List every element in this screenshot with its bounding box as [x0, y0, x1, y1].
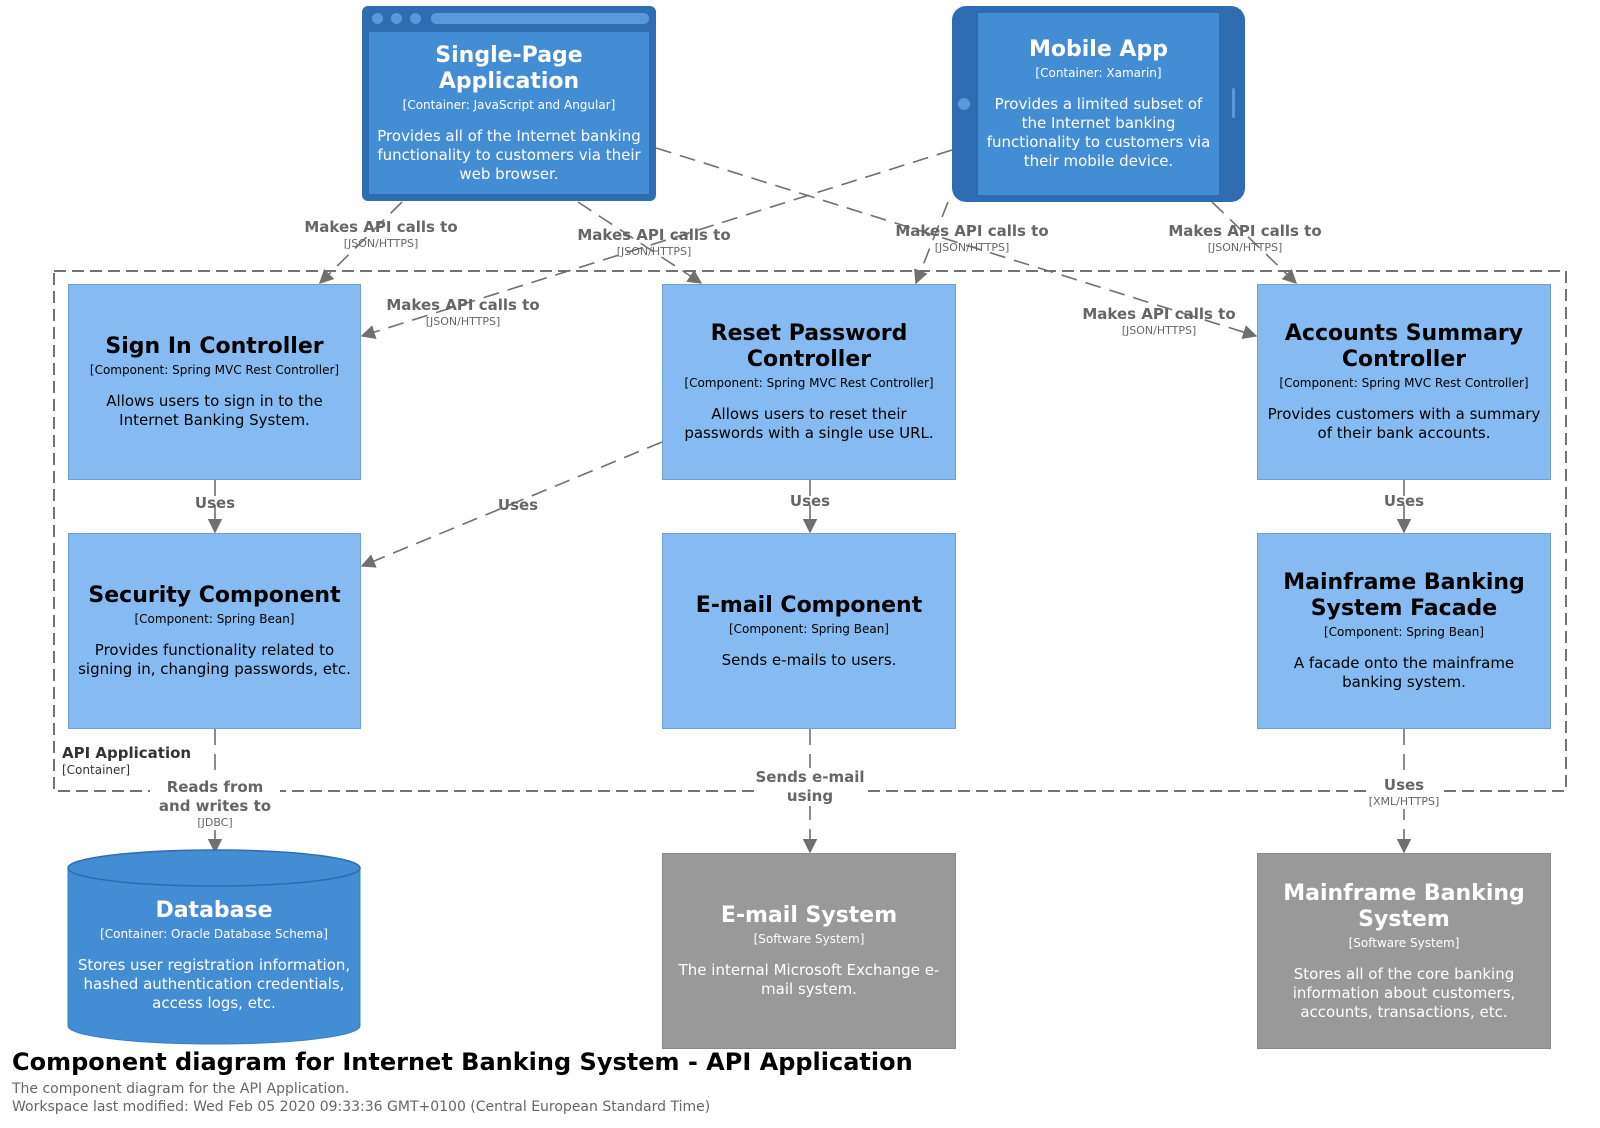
edge-label: Uses [XML/HTTPS] [1368, 776, 1440, 809]
node-title: Accounts Summary Controller [1284, 321, 1524, 372]
node-description: Provides all of the Internet banking fun… [377, 126, 641, 183]
edge-label: Uses [195, 494, 235, 513]
single-page-application-container[interactable]: Single-Page Application [Container: Java… [369, 32, 649, 194]
node-technology: [Software System] [1348, 935, 1460, 950]
node-title: Sign In Controller [105, 334, 324, 359]
edge-label: Makes API calls to [JSON/HTTPS] [1168, 222, 1321, 255]
edge-label-tech: [JDBC] [197, 816, 233, 829]
database-cylinder-top [67, 849, 361, 887]
node-description: A facade onto the mainframe banking syst… [1293, 654, 1515, 691]
edge-label-text: Makes API calls to [1082, 305, 1236, 323]
address-bar [431, 13, 649, 24]
node-technology: [Container: JavaScript and Angular] [402, 97, 616, 112]
edge-label-tech: [JSON/HTTPS] [425, 315, 501, 328]
edge-mobile-signin [360, 149, 953, 339]
device-speaker-icon [1232, 88, 1235, 118]
node-technology: [Container: Xamarin] [1035, 66, 1162, 80]
node-title: Database [155, 898, 273, 923]
edge-label-text: Uses [789, 492, 831, 510]
diagram-subtitle: The component diagram for the API Applic… [12, 1081, 350, 1097]
database-container[interactable]: Database [Container: Oracle Database Sch… [68, 886, 360, 1026]
node-title: E-mail Component [695, 592, 923, 618]
edge-label: Reads from and writes to [JDBC] [150, 778, 280, 830]
boundary-name: API Application [62, 744, 192, 762]
node-description: Sends e-mails to users. [721, 650, 897, 669]
node-title: Mainframe Banking System Facade [1283, 570, 1525, 621]
edge-label: Makes API calls to [JSON/HTTPS] [304, 218, 457, 251]
node-title: Mobile App [1029, 37, 1168, 62]
accounts-summary-controller-component[interactable]: Accounts Summary Controller [Component: … [1257, 284, 1551, 480]
mainframe-banking-system-external[interactable]: Mainframe Banking System [Software Syste… [1257, 853, 1551, 1049]
node-description: Stores all of the core banking informati… [1292, 964, 1516, 1021]
edge-reset-security [360, 441, 663, 568]
node-technology: [Component: Spring Bean] [134, 612, 295, 626]
node-technology: [Container: Oracle Database Schema] [100, 927, 328, 941]
edge-label: Makes API calls to [JSON/HTTPS] [895, 222, 1048, 255]
edge-mobile-accounts [1211, 201, 1298, 284]
node-title: Reset Password Controller [710, 321, 908, 372]
edge-label: Sends e-mail using [755, 768, 865, 806]
edge-label-text: Uses [1383, 492, 1425, 510]
node-title: Security Component [88, 583, 341, 608]
node-description: The internal Microsoft Exchange e-mail s… [678, 961, 940, 998]
node-technology: [Component: Spring MVC Rest Controller] [684, 376, 934, 390]
edge-label-text: Uses [1383, 776, 1425, 794]
diagram-modified: Workspace last modified: Wed Feb 05 2020… [12, 1099, 711, 1115]
edge-label-text: Sends e-mail using [755, 768, 865, 805]
edge-label-tech: [JSON/HTTPS] [616, 245, 692, 258]
node-technology: [Component: Spring MVC Rest Controller] [89, 363, 340, 377]
mainframe-banking-system-facade-component[interactable]: Mainframe Banking System Facade [Compone… [1257, 533, 1551, 729]
edge-label: Makes API calls to [JSON/HTTPS] [577, 226, 730, 259]
edge-label-tech: [JSON/HTTPS] [1121, 324, 1197, 337]
edge-label-text: Reads from and writes to [158, 778, 272, 815]
database-cylinder-icon [67, 868, 361, 1045]
edge-label-text: Uses [497, 496, 539, 514]
edge-label: Makes API calls to [JSON/HTTPS] [1082, 305, 1235, 338]
edge-label-tech: [JSON/HTTPS] [934, 241, 1010, 254]
mobile-app-container[interactable]: Mobile App [Container: Xamarin] Provides… [978, 13, 1219, 195]
node-description: Provides a limited subset of the Interne… [986, 95, 1211, 170]
reset-password-controller-component[interactable]: Reset Password Controller [Component: Sp… [662, 284, 956, 480]
node-description: Provides customers with a summary of the… [1267, 405, 1541, 442]
node-description: Stores user registration information, ha… [77, 956, 351, 1012]
node-description: Provides functionality related to signin… [78, 641, 351, 678]
edge-label-text: Uses [194, 494, 236, 512]
api-application-boundary [53, 270, 1567, 792]
node-technology: [Component: Spring Bean] [1323, 625, 1484, 639]
edge-spa-accounts [655, 147, 1258, 339]
email-component[interactable]: E-mail Component [Component: Spring Bean… [662, 533, 956, 729]
node-technology: [Software System] [753, 932, 865, 946]
window-dot-icon [391, 13, 402, 24]
window-dot-icon [410, 13, 421, 24]
edge-label-text: Makes API calls to [895, 222, 1049, 240]
edge-label-text: Makes API calls to [577, 226, 731, 244]
edge-label-tech: [XML/HTTPS] [1368, 795, 1440, 808]
edge-label-text: Makes API calls to [386, 296, 540, 314]
node-technology: [Component: Spring MVC Rest Controller] [1279, 376, 1529, 390]
device-home-button-icon [958, 98, 970, 110]
diagram-title: Component diagram for Internet Banking S… [12, 1048, 913, 1076]
window-dot-icon [372, 13, 383, 24]
email-system-external[interactable]: E-mail System [Software System] The inte… [662, 853, 956, 1049]
node-title: Single-Page Application [435, 42, 583, 94]
node-title: E-mail System [720, 903, 898, 928]
node-description: Allows users to sign in to the Internet … [106, 392, 323, 429]
edge-label-tech: [JSON/HTTPS] [343, 237, 419, 250]
edge-label: Uses [498, 496, 538, 515]
boundary-type: [Container] [62, 763, 131, 777]
edge-spa-signin [318, 201, 403, 285]
edge-label-tech: [JSON/HTTPS] [1207, 241, 1283, 254]
security-component[interactable]: Security Component [Component: Spring Be… [68, 533, 361, 729]
sign-in-controller-component[interactable]: Sign In Controller [Component: Spring MV… [68, 284, 361, 480]
node-technology: [Component: Spring Bean] [728, 621, 889, 636]
edge-mobile-reset [914, 201, 949, 285]
node-description: Allows users to reset their passwords wi… [684, 405, 934, 442]
edge-label-text: Makes API calls to [304, 218, 458, 236]
edge-label: Makes API calls to [JSON/HTTPS] [386, 296, 539, 329]
edge-label-text: Makes API calls to [1168, 222, 1322, 240]
edge-label: Uses [1384, 492, 1424, 511]
node-title: Mainframe Banking System [1283, 880, 1525, 932]
edge-label: Uses [790, 492, 830, 511]
